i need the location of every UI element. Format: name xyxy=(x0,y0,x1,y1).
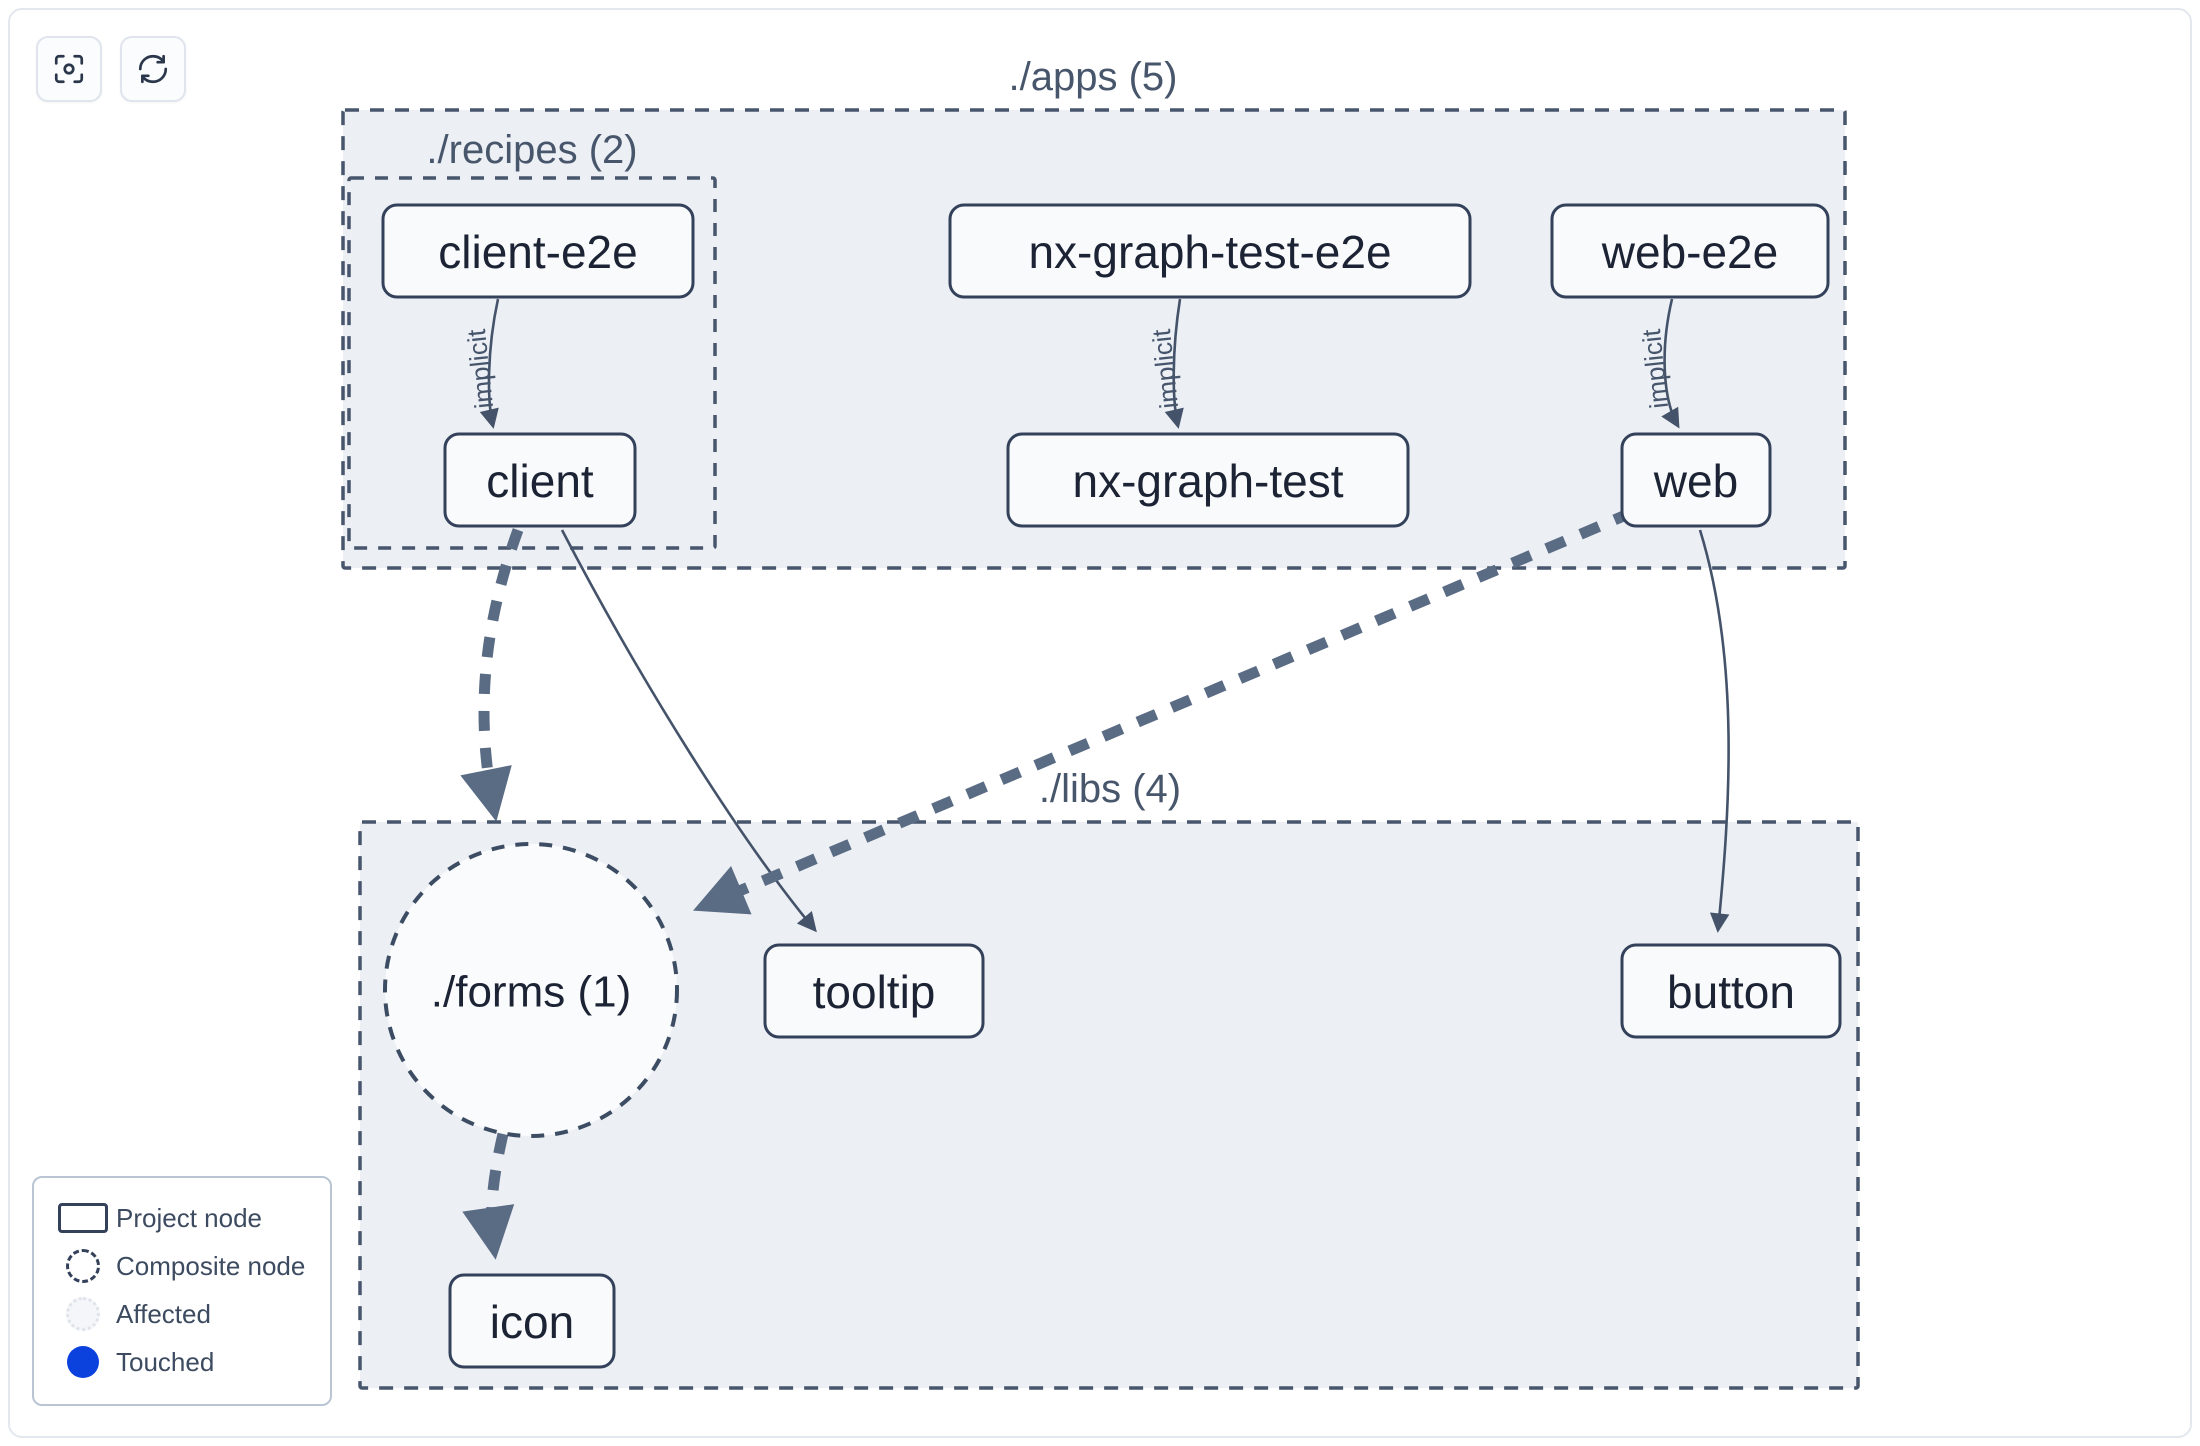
legend-composite-node-label: Composite node xyxy=(116,1250,306,1281)
node-client[interactable]: client xyxy=(443,432,637,528)
node-client-e2e-label: client-e2e xyxy=(438,226,637,278)
group-libs-label: ./libs (4) xyxy=(1039,767,1181,811)
graph-toolbar xyxy=(36,36,186,102)
refresh-icon xyxy=(136,52,170,86)
node-forms-label: ./forms (1) xyxy=(431,968,631,1017)
viewfinder-icon xyxy=(52,52,86,86)
node-web-e2e[interactable]: web-e2e xyxy=(1550,203,1830,299)
legend-project-node: Project node xyxy=(54,1194,310,1242)
edge-client-to-forms[interactable] xyxy=(460,528,524,822)
node-button[interactable]: button xyxy=(1620,943,1842,1039)
node-button-label: button xyxy=(1667,966,1795,1018)
graph-legend: Project node Composite node Affected Tou… xyxy=(32,1176,332,1406)
node-web-label: web xyxy=(1653,455,1738,507)
node-nx-graph-test-e2e-label: nx-graph-test-e2e xyxy=(1028,226,1391,278)
affected-node-icon xyxy=(54,1297,116,1331)
node-client-e2e[interactable]: client-e2e xyxy=(381,203,695,299)
node-nx-graph-test[interactable]: nx-graph-test xyxy=(1006,432,1410,528)
node-forms-composite[interactable]: ./forms (1) xyxy=(383,842,679,1138)
node-icon[interactable]: icon xyxy=(448,1273,616,1369)
node-nx-graph-test-e2e[interactable]: nx-graph-test-e2e xyxy=(948,203,1472,299)
legend-touched: Touched xyxy=(54,1338,310,1386)
node-web-e2e-label: web-e2e xyxy=(1601,226,1778,278)
legend-affected: Affected xyxy=(54,1290,310,1338)
edge-web-to-button[interactable] xyxy=(1698,529,1730,933)
project-node-icon xyxy=(54,1203,116,1233)
node-web[interactable]: web xyxy=(1620,432,1772,528)
legend-touched-label: Touched xyxy=(116,1346,215,1377)
refresh-graph-button[interactable] xyxy=(120,36,186,102)
group-apps-label: ./apps (5) xyxy=(1009,55,1178,99)
node-client-label: client xyxy=(486,455,594,507)
node-tooltip[interactable]: tooltip xyxy=(763,943,985,1039)
group-libs[interactable]: ./libs (4) xyxy=(358,767,1860,1390)
node-nx-graph-test-label: nx-graph-test xyxy=(1072,455,1343,507)
touched-node-icon xyxy=(54,1346,116,1378)
edge-client-to-tooltip[interactable] xyxy=(560,529,817,933)
legend-affected-label: Affected xyxy=(116,1298,211,1329)
node-tooltip-label: tooltip xyxy=(813,966,936,1018)
edge-forms-to-icon[interactable] xyxy=(462,1132,515,1260)
group-recipes-label: ./recipes (2) xyxy=(426,128,637,172)
node-icon-label: icon xyxy=(490,1296,574,1348)
legend-project-node-label: Project node xyxy=(116,1202,262,1233)
focus-graph-button[interactable] xyxy=(36,36,102,102)
legend-composite-node: Composite node xyxy=(54,1242,310,1290)
composite-node-icon xyxy=(54,1249,116,1283)
